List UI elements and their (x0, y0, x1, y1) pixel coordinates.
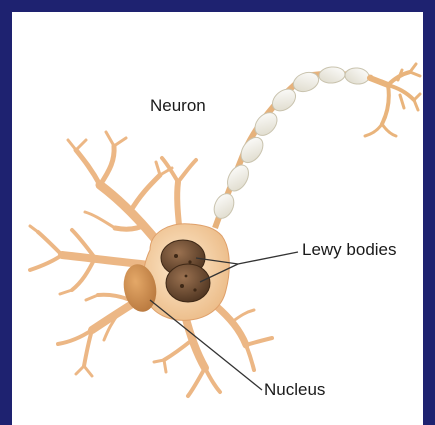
diagram-title: Neuron (150, 96, 206, 116)
axon-terminal (365, 64, 420, 136)
label-lewy-bodies: Lewy bodies (302, 240, 397, 260)
label-nucleus: Nucleus (264, 380, 325, 400)
myelin-sheath (210, 66, 369, 222)
